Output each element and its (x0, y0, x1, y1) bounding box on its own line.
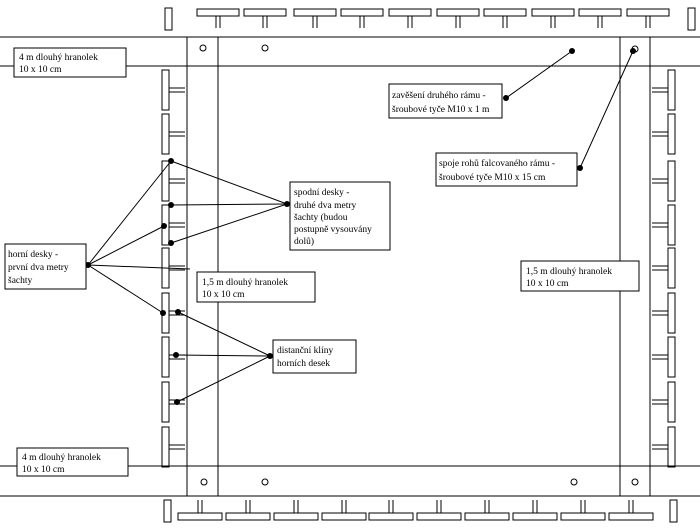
left-board-profile (161, 69, 185, 111)
right-board-profile (652, 381, 676, 423)
right-board-profile (652, 204, 676, 246)
beam-left-line2: 10 x 10 cm (202, 290, 245, 300)
label-beam-right-vertical: 1,5 m dlouhý hranolek 10 x 10 cm (520, 260, 640, 292)
bottom-board-profile (177, 500, 223, 521)
beam-bottom-line1: 4 m dlouhý hranolek (22, 453, 101, 463)
bottom-board-profile (560, 500, 606, 521)
label-lower-boards: spodní desky - druhé dva metry šachty (b… (289, 181, 391, 251)
top-board-profile (578, 8, 622, 28)
label-corner-joints: spoje rohů falcovaného rámu - šroubové t… (435, 152, 578, 187)
bottom-board-profile (368, 500, 414, 521)
label-beam-left-vertical: 1,5 m dlouhý hranolek 10 x 10 cm (196, 271, 316, 303)
right-board-profile (652, 292, 676, 334)
bottom-board-profile (512, 500, 558, 521)
beam-top-line2: 10 x 10 cm (19, 65, 62, 75)
right-board-profile (652, 336, 676, 378)
top-board-profile (340, 8, 384, 28)
leader-dots (85, 48, 636, 405)
bottom-board-profile (416, 500, 462, 521)
label-beam-bottom: 4 m dlouhý hranolek 10 x 10 cm (16, 447, 129, 477)
right-board-profile (652, 113, 676, 155)
spacer-wedges-line1: distanční klíny (277, 346, 333, 356)
bottom-board-profile (608, 500, 654, 521)
right-board-profile (652, 69, 676, 111)
bottom-board-profile (273, 500, 319, 521)
right-board-column (652, 69, 676, 468)
top-board-profile (243, 8, 287, 28)
upper-boards-line1: horní desky - (8, 250, 58, 260)
bottom-board-profile (464, 500, 510, 521)
upper-boards-line3: šachty (8, 276, 33, 286)
label-beam-top: 4 m dlouhý hranolek 10 x 10 cm (13, 47, 127, 78)
beam-bottom-line2: 10 x 10 cm (22, 465, 65, 475)
beam-left-line1: 1,5 m dlouhý hranolek (202, 278, 288, 288)
top-board-profile (388, 8, 432, 28)
top-board-profile (293, 8, 337, 28)
bottom-board-profile (321, 500, 367, 521)
left-board-profile (161, 160, 185, 202)
right-board-profile (652, 160, 676, 202)
lower-boards-line2: druhé dva metry (294, 201, 357, 211)
top-board-profile (436, 8, 480, 28)
lower-boards-line4: postupně vysouvány (294, 225, 372, 235)
beam-right-line1: 1,5 m dlouhý hranolek (526, 267, 612, 277)
label-upper-boards: horní desky - první dva metry šachty (4, 243, 87, 290)
top-board-profile (483, 8, 527, 28)
hanging-line2: šroubové tyče M10 x 1 m (392, 105, 490, 115)
spacer-wedges-line2: horních desek (277, 359, 330, 369)
left-board-profile (161, 381, 185, 423)
label-spacer-wedges: distanční klíny horních desek (272, 339, 357, 374)
beam-top-line1: 4 m dlouhý hranolek (19, 53, 98, 63)
left-board-profile (161, 336, 185, 378)
top-board-profile (531, 8, 575, 28)
lower-boards-line1: spodní desky - (294, 188, 349, 198)
top-board-profile (196, 8, 240, 28)
lower-boards-line3: šachty (budou (294, 212, 348, 223)
top-board-profile (626, 8, 670, 28)
leader-lines (87, 50, 634, 403)
hanging-line1: zavěšení druhého rámu - (392, 91, 486, 101)
top-board-profile (164, 7, 173, 31)
bottom-board-profile (225, 500, 271, 521)
bottom-board-row (163, 499, 678, 523)
corner-joints-line2: šroubové tyče M10 x 15 cm (439, 173, 546, 183)
beam-right-line2: 10 x 10 cm (526, 279, 569, 289)
lower-boards-line5: dolů) (294, 236, 314, 247)
right-board-profile (652, 426, 676, 468)
bolt-holes (199, 44, 639, 486)
label-second-frame-hanging: zavěšení druhého rámu - šroubové tyče M1… (388, 83, 503, 119)
corner-joints-line1: spoje rohů falcovaného rámu - (439, 158, 555, 169)
left-board-profile (161, 113, 185, 155)
right-board-profile (652, 247, 676, 289)
left-vertical-beam (186, 37, 219, 496)
upper-boards-line2: první dva metry (8, 263, 69, 273)
left-board-profile (161, 426, 185, 468)
top-board-row (164, 7, 696, 31)
left-board-profile (161, 204, 185, 246)
